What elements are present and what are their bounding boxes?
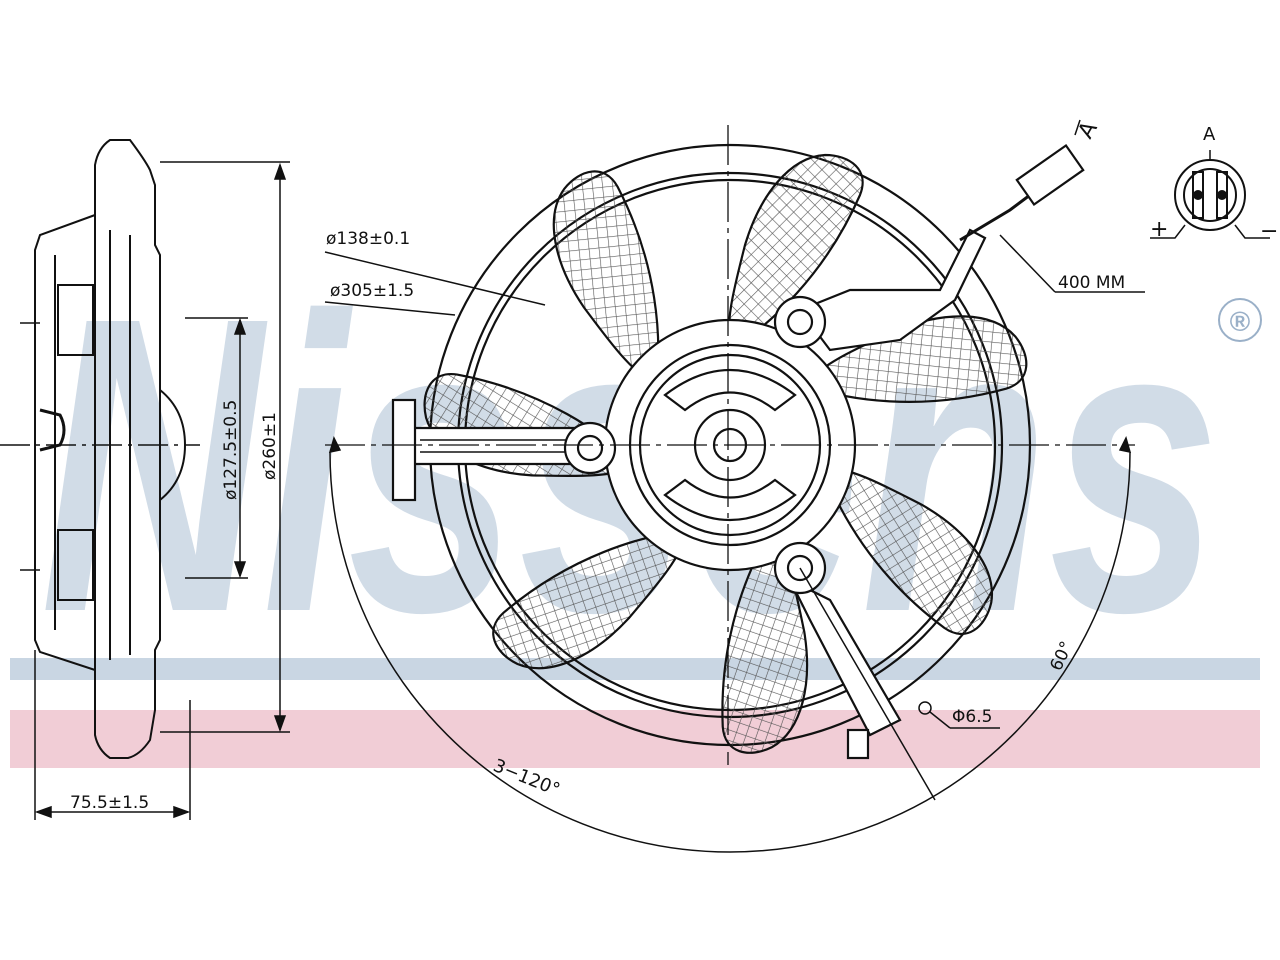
mount-arm-left (398, 426, 592, 466)
side-view-dimensions (0, 161, 290, 820)
mount-boss-left (563, 421, 617, 475)
left-connector (391, 398, 417, 502)
cable-lead (959, 193, 1031, 242)
overall-height-label: ø260±1 (260, 412, 280, 480)
front-view-dimensions (324, 119, 1145, 853)
side-view-motor-body (34, 214, 96, 671)
hub-window-top (663, 369, 797, 412)
side-view (34, 139, 187, 759)
plus-terminal-label: + (1150, 217, 1168, 242)
cable-plug (1015, 143, 1085, 207)
mount-arm-bottom (787, 577, 902, 737)
side-view-cable (39, 408, 66, 452)
view-a-label: A (1074, 117, 1103, 143)
depth-label: 75.5±1.5 (70, 793, 149, 813)
connector-detail-outer (1174, 159, 1246, 231)
front-view (391, 143, 1085, 765)
detail-view-a-label: A (1203, 124, 1216, 145)
mount-spacing-label: ø127.5±0.5 (221, 400, 241, 500)
hub-diameter-label: ø138±0.1 (326, 229, 410, 249)
hub-window-bottom (663, 478, 797, 521)
angle-label: 60° (1046, 638, 1077, 674)
hole-diameter-label: Φ6.5 (952, 707, 992, 727)
cable-length-label: 400 MM (1058, 273, 1125, 293)
side-view-connector-bottom (57, 529, 94, 601)
minus-terminal-label: − (1260, 219, 1278, 244)
connector-detail-view (1150, 150, 1270, 239)
mount-arm-top-right (798, 228, 987, 352)
front-view-center-lines (325, 125, 1135, 765)
side-view-shroud-outline (94, 139, 161, 759)
mount-boss-top (773, 295, 827, 349)
side-view-connector-top (57, 284, 94, 356)
hole-pattern-label: 3−120° (490, 755, 563, 801)
registered-mark-icon: ® (1218, 298, 1262, 342)
bottom-connector (846, 728, 870, 760)
shroud-diameter-label: ø305±1.5 (330, 281, 414, 301)
